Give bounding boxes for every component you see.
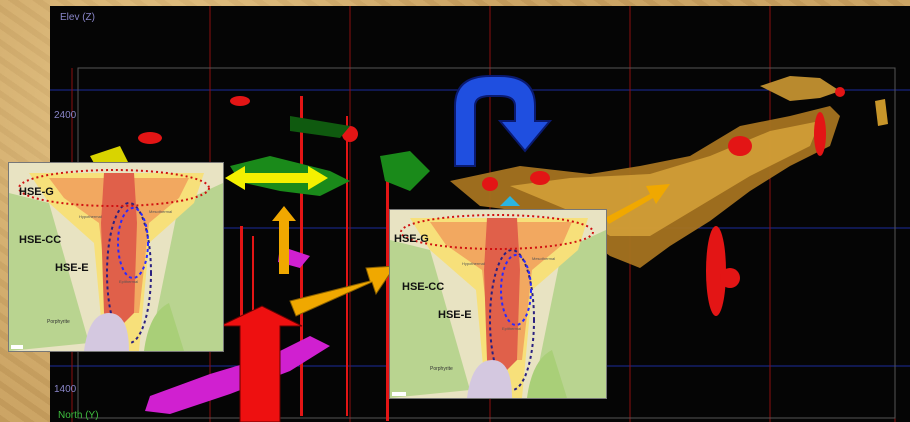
drill-trace <box>346 116 348 416</box>
green-body <box>290 116 350 138</box>
small-label: Mesothermal <box>149 209 172 214</box>
rock-label: Porphyrite <box>47 319 70 325</box>
arrow-orange-right <box>605 184 670 224</box>
zone-label: HSE-G <box>394 233 429 245</box>
small-label: Epithermal <box>119 279 138 284</box>
magenta-body <box>145 336 330 414</box>
zone-label: HSE-CC <box>402 281 444 293</box>
up-arrow-orange <box>272 206 296 274</box>
red-blob <box>814 112 826 156</box>
scale-bar <box>392 392 406 396</box>
u-turn-arrow-blue <box>454 75 553 167</box>
double-arrow-yellow <box>225 166 328 190</box>
drill-trace <box>386 156 389 421</box>
rock-label: Porphyrite <box>430 366 453 372</box>
axis-label-north: North (Y) <box>58 410 99 421</box>
zone-label: HSE-E <box>55 262 89 274</box>
small-label: Hypothermal <box>462 261 485 266</box>
axis-label-elev: Elev (Z) <box>60 12 95 23</box>
deposit-model-inset-2: HSE-G HSE-CC HSE-E Porphyrite Hypotherma… <box>389 209 607 399</box>
red-blob <box>230 96 250 106</box>
red-blob <box>138 132 162 144</box>
small-label: Epithermal <box>502 326 521 331</box>
red-blob <box>835 87 845 97</box>
red-blob <box>706 226 726 316</box>
elev-tick-label: 1400 <box>54 384 77 395</box>
drill-trace <box>252 236 254 376</box>
zone-label: HSE-G <box>19 186 54 198</box>
green-body <box>380 151 430 191</box>
cyan-marker <box>500 196 520 206</box>
red-blob <box>728 136 752 156</box>
red-arrow-up <box>219 305 303 422</box>
small-label: Hypothermal <box>79 214 102 219</box>
deposit-model-diagram: HSE-G HSE-CC HSE-E Porphyrite Hypotherma… <box>390 210 606 398</box>
red-blob <box>530 171 550 185</box>
deposit-model-diagram: HSE-G HSE-CC HSE-E Porphyrite Hypotherma… <box>9 163 223 351</box>
deposit-model-inset-1: HSE-G HSE-CC HSE-E Porphyrite Hypotherma… <box>8 162 224 352</box>
big-arrow-orange <box>289 265 396 317</box>
zone-label: HSE-E <box>438 309 472 321</box>
small-label: Mesothermal <box>532 256 555 261</box>
zone-label: HSE-CC <box>19 234 61 246</box>
red-blob <box>720 268 740 288</box>
elev-tick-label: 2400 <box>54 110 77 121</box>
scale-bar <box>11 345 23 349</box>
drill-trace <box>240 226 243 376</box>
red-blob <box>482 177 498 191</box>
